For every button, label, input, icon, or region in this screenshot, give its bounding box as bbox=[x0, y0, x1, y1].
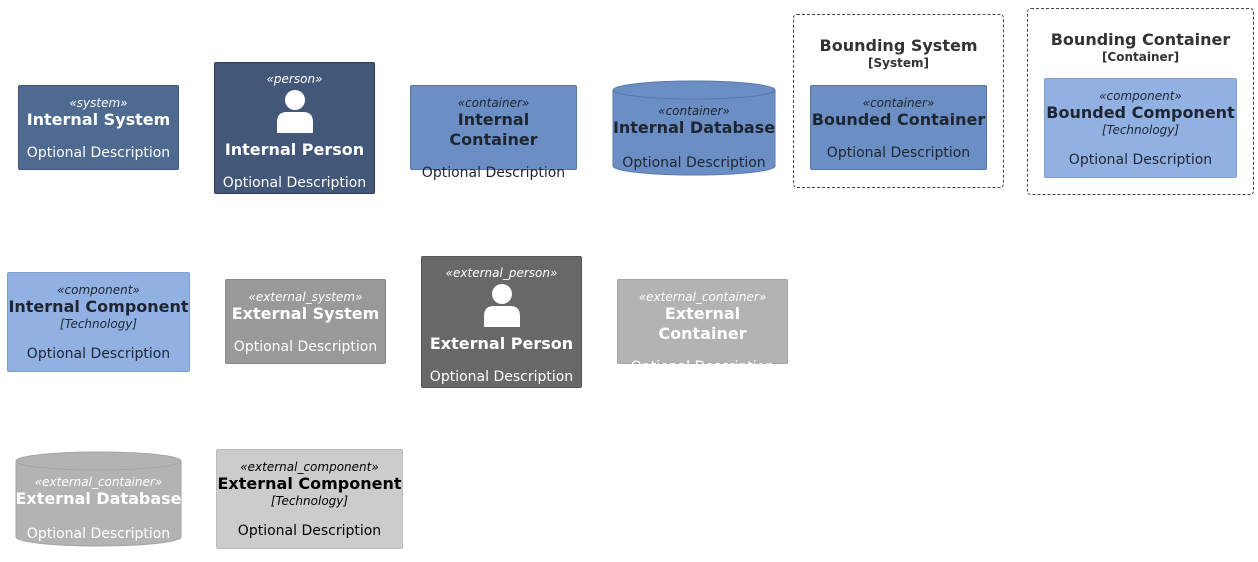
node-title: External Person bbox=[429, 334, 574, 353]
boundary-type: [System] bbox=[868, 56, 929, 70]
node-description: Optional Description bbox=[421, 165, 566, 181]
node-technology: [Technology] bbox=[270, 494, 349, 508]
person-icon bbox=[483, 284, 520, 327]
bounded-container-node[interactable]: «container» Bounded Container Optional D… bbox=[810, 85, 987, 170]
internal-container-node[interactable]: «container» Internal Container Optional … bbox=[410, 85, 577, 181]
node-title: External System bbox=[231, 304, 380, 323]
node-description: Optional Description bbox=[26, 526, 171, 542]
stereotype-label: «external_component» bbox=[240, 460, 379, 474]
external-database-node[interactable]: «external_container» External Database O… bbox=[15, 451, 182, 547]
stereotype-label: «external_system» bbox=[248, 290, 363, 304]
node-description: Optional Description bbox=[622, 155, 766, 171]
external-component-node[interactable]: «external_component» External Component … bbox=[216, 449, 403, 549]
node-title: External Container bbox=[658, 304, 747, 343]
database-cylinder-shape bbox=[612, 80, 776, 176]
node-title: Internal System bbox=[26, 110, 171, 129]
stereotype-label: «external_container» bbox=[34, 475, 163, 489]
internal-component-node[interactable]: «component» Internal Component [Technolo… bbox=[7, 272, 190, 372]
node-description: Optional Description bbox=[237, 523, 382, 539]
internal-database-node[interactable]: «container» Internal Database Optional D… bbox=[612, 80, 776, 176]
stereotype-label: «component» bbox=[1099, 89, 1182, 103]
stereotype-label: «container» bbox=[862, 96, 935, 110]
boundary-type: [Container] bbox=[1101, 50, 1180, 64]
external-container-node[interactable]: «external_container» External Container … bbox=[617, 279, 788, 375]
bounded-component-node[interactable]: «component» Bounded Component [Technolog… bbox=[1044, 78, 1237, 178]
node-description: Optional Description bbox=[1068, 152, 1213, 168]
node-technology: [Technology] bbox=[59, 317, 138, 331]
stereotype-label: «system» bbox=[69, 96, 128, 110]
database-cylinder-shape bbox=[15, 451, 182, 547]
boundary-title: Bounding Container bbox=[1050, 30, 1231, 49]
node-description: Optional Description bbox=[233, 339, 378, 355]
node-title: Internal Container bbox=[449, 110, 538, 149]
stereotype-label: «person» bbox=[266, 72, 323, 86]
node-title: External Component bbox=[217, 474, 402, 493]
stereotype-label: «container» bbox=[457, 96, 530, 110]
external-system-node[interactable]: «external_system» External System Option… bbox=[225, 279, 386, 364]
node-description: Optional Description bbox=[630, 359, 775, 375]
person-icon bbox=[276, 90, 313, 133]
stereotype-label: «container» bbox=[658, 104, 730, 118]
stereotype-label: «external_person» bbox=[445, 266, 558, 280]
node-title: Internal Component bbox=[8, 297, 189, 316]
node-title: Bounded Container bbox=[811, 110, 986, 129]
node-description: Optional Description bbox=[826, 145, 971, 161]
node-description: Optional Description bbox=[26, 145, 171, 161]
node-description: Optional Description bbox=[222, 175, 367, 191]
node-title: External Database bbox=[15, 489, 182, 508]
stereotype-label: «external_container» bbox=[638, 290, 767, 304]
external-person-node[interactable]: «external_person» External Person Option… bbox=[421, 256, 582, 388]
stereotype-label: «component» bbox=[57, 283, 140, 297]
node-description: Optional Description bbox=[26, 346, 171, 362]
bounding-container-boundary[interactable]: Bounding Container [Container] bbox=[1027, 8, 1254, 195]
node-technology: [Technology] bbox=[1101, 123, 1180, 137]
node-description: Optional Description bbox=[429, 369, 574, 385]
boundary-title: Bounding System bbox=[819, 36, 978, 55]
node-title: Internal Database bbox=[612, 118, 776, 137]
internal-person-node[interactable]: «person» Internal Person Optional Descri… bbox=[214, 62, 375, 194]
bounding-system-boundary[interactable]: Bounding System [System] bbox=[793, 14, 1004, 188]
internal-system-node[interactable]: «system» Internal System Optional Descri… bbox=[18, 85, 179, 170]
node-title: Internal Person bbox=[224, 140, 365, 159]
node-title: Bounded Component bbox=[1046, 103, 1235, 122]
